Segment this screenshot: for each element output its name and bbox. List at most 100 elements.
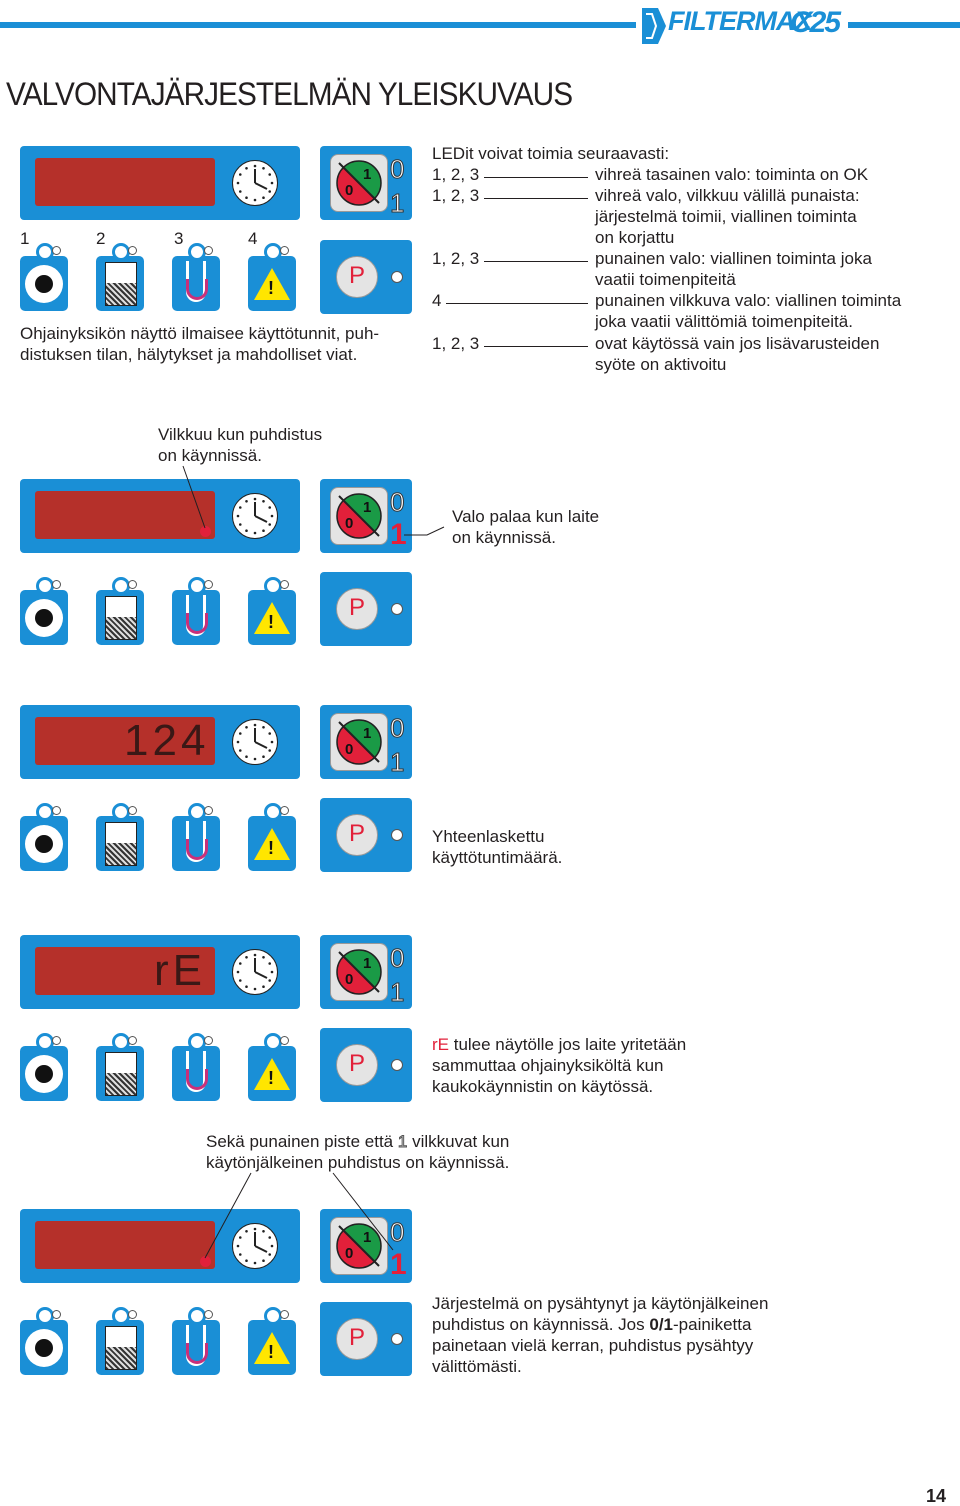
- status-led: [128, 806, 137, 815]
- p-button-icon[interactable]: P: [336, 1318, 403, 1360]
- status-led: [52, 580, 61, 589]
- leader-line: [484, 346, 588, 347]
- fan-icon: [25, 1055, 63, 1093]
- brand-name: FILTERMAX: [668, 6, 812, 36]
- fan-tag: [20, 1307, 68, 1375]
- hour-display: [35, 947, 215, 995]
- svg-text:0: 0: [345, 741, 353, 758]
- p-button-icon[interactable]: P: [336, 1044, 403, 1086]
- dust-container-icon: [105, 1326, 137, 1370]
- status-led: [280, 806, 289, 815]
- led-text: joka vaatii välittömiä toimenpiteitä.: [595, 312, 853, 331]
- dust-tag: [96, 1033, 144, 1101]
- right-caption-line-2: on käynnissä.: [452, 528, 556, 547]
- p-led: [391, 1333, 403, 1345]
- dust-container-icon: [105, 1052, 137, 1096]
- status-led: [128, 1310, 137, 1319]
- hours-caption-line-1: Yhteenlaskettu: [432, 827, 545, 846]
- leader-line: [484, 198, 588, 199]
- led-heading: LEDit voivat toimia seuraavasti:: [432, 144, 670, 163]
- hour-display: [35, 1221, 215, 1269]
- hours-caption-line-2: käyttötuntimäärä.: [432, 848, 563, 867]
- p-led: [391, 1059, 403, 1071]
- hour-display: [35, 158, 215, 206]
- warning-tag: !: [248, 243, 296, 311]
- gauge-tag: [172, 243, 220, 311]
- svg-text:1: 1: [363, 955, 371, 972]
- header-bar-left: [0, 22, 636, 28]
- header-bar-right: [848, 22, 960, 28]
- intro-caption-line-1: Ohjainyksikön näyttö ilmaisee käyttötunn…: [20, 324, 380, 343]
- switch-ref: 0/1: [649, 1315, 673, 1334]
- status-led: [52, 806, 61, 815]
- warning-tag: !: [248, 1033, 296, 1101]
- re-caption-line-2: sammuttaa ohjainyksiköltä kun: [432, 1056, 664, 1075]
- model-name: C25: [790, 6, 841, 39]
- status-led: [128, 1036, 137, 1045]
- hour-display: [35, 717, 215, 765]
- status-led: [128, 246, 137, 255]
- led-text: punainen valo: viallinen toiminta joka: [595, 249, 872, 268]
- svg-text:0: 0: [345, 182, 353, 199]
- svg-text:0: 0: [345, 1245, 353, 1262]
- pressure-gauge-icon: [186, 1051, 208, 1092]
- leader-line: [484, 261, 588, 262]
- filtermax-logo-icon: [642, 8, 666, 44]
- led-text: järjestelmä toimii, viallinen toiminta: [595, 207, 857, 226]
- status-led: [204, 806, 213, 815]
- status-led: [280, 1310, 289, 1319]
- p-led: [391, 829, 403, 841]
- display-value: 124: [124, 716, 210, 765]
- led-key: 1, 2, 3: [432, 165, 480, 184]
- p-button-icon[interactable]: P: [336, 256, 403, 298]
- status-led: [204, 1310, 213, 1319]
- clock-icon: [232, 1223, 278, 1269]
- label-2: 2: [96, 229, 106, 248]
- re-caption-text: tulee näytölle jos laite yritetään: [449, 1035, 687, 1054]
- fan-tag: [20, 803, 68, 871]
- dust-container-icon: [105, 596, 137, 640]
- p-button-icon[interactable]: P: [336, 588, 403, 630]
- svg-text:0: 0: [345, 515, 353, 532]
- indicator-zero: 0: [389, 943, 405, 973]
- gauge-tag: [172, 1033, 220, 1101]
- indicator-one-lit: 1: [390, 518, 407, 551]
- p-button-icon[interactable]: P: [336, 814, 403, 856]
- indicator-zero: 0: [389, 713, 405, 743]
- indicator-one-lit: 1: [390, 1248, 407, 1281]
- gauge-tag: [172, 577, 220, 645]
- led-text: vaatii toimenpiteitä: [595, 270, 736, 289]
- re-caption-line-1: rE tulee näytölle jos laite yritetään: [432, 1034, 686, 1055]
- intro-caption-line-2: distuksen tilan, hälytykset ja mahdollis…: [20, 345, 358, 364]
- page-title: VALVONTAJÄRJESTELMÄN YLEISKUVAUS: [6, 76, 573, 112]
- hour-display: [35, 491, 215, 539]
- callout-one: 1: [397, 1132, 408, 1152]
- warning-icon: [254, 828, 290, 860]
- warning-icon: [254, 1058, 290, 1090]
- fan-tag: [20, 1033, 68, 1101]
- warning-tag: !: [248, 1307, 296, 1375]
- svg-text:1: 1: [363, 499, 371, 516]
- indicator-zero: 0: [389, 1217, 405, 1247]
- svg-text:1: 1: [363, 725, 371, 742]
- status-led: [52, 246, 61, 255]
- warning-tag: !: [248, 803, 296, 871]
- dust-tag: [96, 803, 144, 871]
- led-key: 1, 2, 3: [432, 186, 480, 205]
- cleaning-led: [200, 1256, 211, 1267]
- led-key: 4: [432, 291, 442, 310]
- label-3: 3: [174, 229, 184, 248]
- led-key: 1, 2, 3: [432, 249, 480, 268]
- label-1: 1: [20, 229, 30, 248]
- status-led: [280, 246, 289, 255]
- gauge-tag: [172, 803, 220, 871]
- page-number: 14: [926, 1486, 947, 1506]
- clock-icon: [232, 493, 278, 539]
- status-led: [52, 1310, 61, 1319]
- led-text: punainen vilkkuva valo: viallinen toimin…: [595, 291, 902, 310]
